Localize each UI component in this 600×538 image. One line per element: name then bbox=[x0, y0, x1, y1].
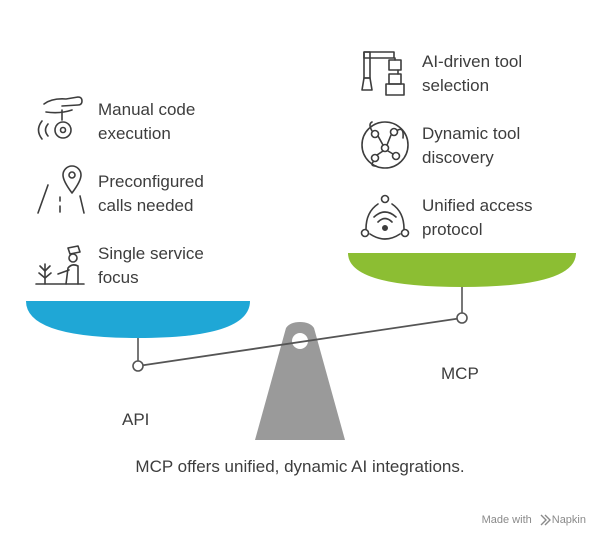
footer-credit: Made with Napkin bbox=[482, 514, 586, 526]
napkin-logo-icon bbox=[540, 514, 551, 526]
right-beam-end bbox=[456, 312, 468, 324]
api-label: API bbox=[122, 410, 150, 429]
robot-arm-icon bbox=[361, 51, 405, 96]
network-circle-icon bbox=[361, 121, 409, 169]
mcp-label: MCP bbox=[441, 364, 479, 383]
wireless-person-icon bbox=[360, 194, 410, 240]
fulcrum-pivot bbox=[292, 333, 308, 349]
right-item-1-label: AI-driven tool selection bbox=[422, 52, 523, 95]
touch-gesture-icon bbox=[37, 96, 83, 140]
route-pin-icon bbox=[37, 165, 85, 214]
left-item-1-label: Manual code execution bbox=[98, 100, 196, 143]
left-item-2-label: Preconfigured calls needed bbox=[98, 172, 204, 215]
right-pan bbox=[348, 253, 576, 287]
scale-beam bbox=[137, 317, 463, 367]
left-item-3-label: Single service focus bbox=[98, 244, 204, 287]
made-with-label: Made with bbox=[481, 514, 532, 526]
right-item-2-label: Dynamic tool discovery bbox=[422, 124, 521, 167]
napkin-brand-label: Napkin bbox=[551, 514, 586, 526]
right-item-3-label: Unified access protocol bbox=[422, 196, 533, 239]
left-pan bbox=[26, 301, 250, 338]
diagram-caption: MCP offers unified, dynamic AI integrati… bbox=[135, 457, 465, 476]
left-beam-end bbox=[132, 360, 144, 372]
person-plant-icon bbox=[35, 245, 85, 285]
fulcrum bbox=[255, 322, 345, 440]
